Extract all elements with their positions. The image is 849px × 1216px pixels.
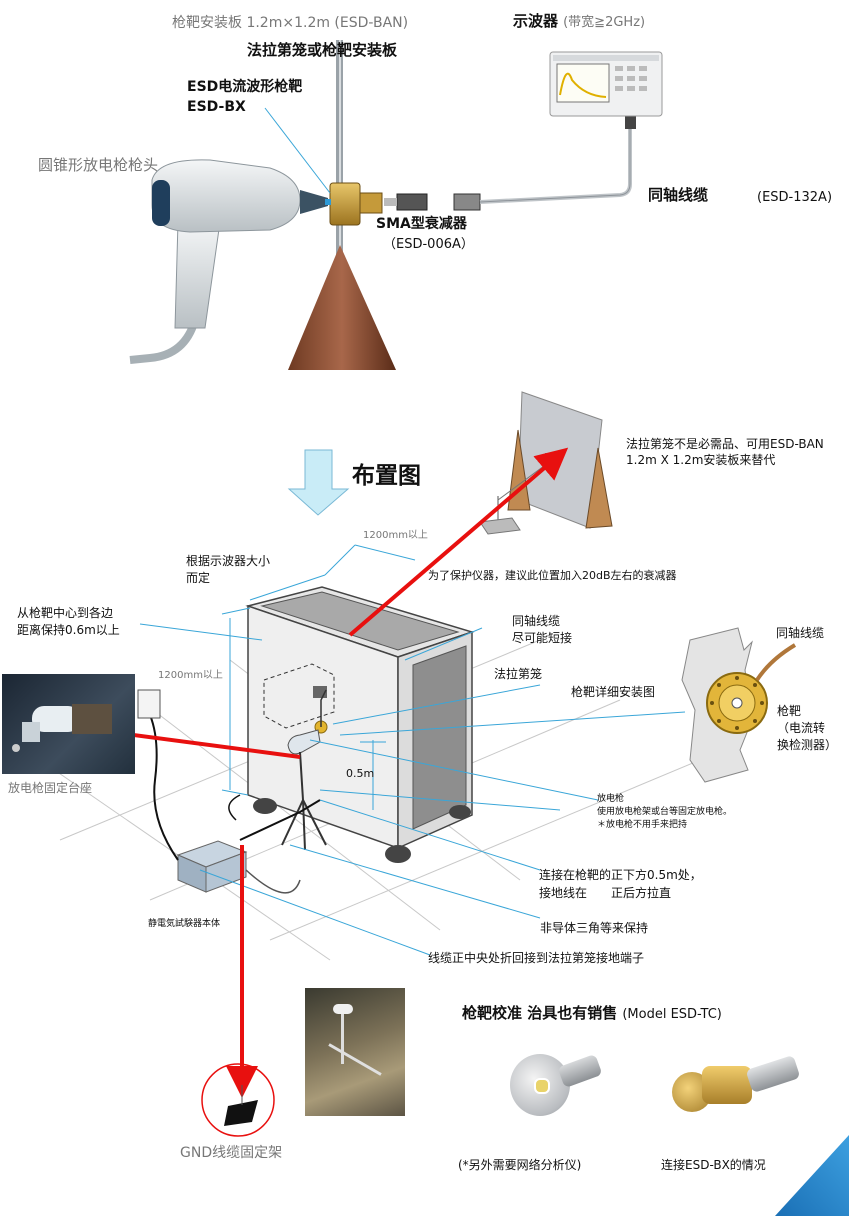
ground-note-1: 连接在枪靶的正下方0.5m处，	[539, 868, 702, 882]
distance-note-1: 从枪靶中心到各边	[17, 606, 114, 620]
leader-esd-target	[264, 107, 331, 194]
tester-body-label: 静電気試験器本体	[148, 919, 221, 929]
gnd-holder-circle	[201, 1063, 275, 1137]
corner-decoration	[775, 1135, 849, 1216]
calibration-note: (*另外需要网络分析仪)	[458, 1158, 582, 1172]
gun-base-label: 放电枪固定台座	[8, 781, 93, 795]
cable-fold-note: 线缆正中央处折回接到法拉第笼接地端子	[428, 951, 645, 965]
tripod-note: 非导体三角等来保持	[540, 921, 649, 935]
oscilloscope-spec: (带宽≧2GHz)	[563, 15, 646, 30]
detail-coax-label: 同轴线缆	[776, 626, 825, 640]
sma-attenuator	[396, 193, 428, 211]
gun-note-1: 放电枪	[597, 794, 625, 804]
calibration-jig-photo	[508, 1040, 603, 1130]
faraday-cage-label: 法拉第笼	[494, 667, 543, 681]
dim-1200-top: 1200mm以上	[363, 530, 428, 541]
esd-target-label-2: ESD-BX	[187, 99, 246, 115]
faraday-note: 法拉第笼不是必需品、可用ESD-BAN 1.2m X 1.2m安装板来替代	[626, 437, 824, 468]
attenuator-label-2: （ESD-006A）	[383, 237, 474, 252]
esd-gun-body	[151, 159, 301, 233]
detail-target-label-1: 枪靶	[777, 704, 802, 718]
mount-detail-illustration	[681, 627, 797, 783]
faraday-panel-photo	[479, 391, 613, 535]
red-arrow-to-faraday	[348, 447, 569, 637]
mount-detail-label: 枪靶详细安装图	[571, 685, 656, 699]
gun-note-2: 使用放电枪架或台等固定放电枪。	[597, 807, 733, 817]
scope-size-note-1: 根据示波器大小	[186, 554, 271, 568]
coax-model-label: (ESD-132A)	[757, 190, 833, 205]
esd-gun-handle	[174, 221, 221, 329]
calibration-title-group: 枪靶校准 治具也有销售 (Model ESD-TC)	[462, 1002, 722, 1023]
coax-short-note-2: 尽可能短接	[512, 631, 573, 645]
gun-note-3: ＊放电枪不用手来把持	[597, 820, 688, 830]
gnd-holder-label: GND线缆固定架	[180, 1145, 283, 1161]
distance-note-2: 距离保持0.6m以上	[17, 623, 120, 637]
tripod-gun	[287, 729, 321, 755]
ground-note-2: 接地线在 正后方拉直	[539, 886, 672, 900]
faraday-or-panel-label: 法拉第笼或枪靶安装板	[247, 41, 398, 59]
scope-placeholder-box	[263, 663, 335, 729]
coax-cable-label: 同轴线缆	[648, 186, 709, 204]
wall-outlet	[137, 689, 161, 719]
cone-stand	[288, 245, 396, 370]
gun-base-photo	[2, 674, 135, 774]
coax-cable-top	[479, 125, 632, 204]
protect-note: 为了保护仪器，建议此位置加入20dB左右的衰减器	[428, 569, 677, 582]
scope-size-note-2: 而定	[186, 571, 211, 585]
tester-body	[176, 840, 248, 893]
calibration-bx-photo	[668, 1046, 803, 1126]
coax-short-note-1: 同轴线缆	[512, 614, 561, 628]
target-panel-label: 枪靶安装板 1.2m×1.2m (ESD-BAN)	[172, 15, 409, 31]
detail-target-label-3: 换检测器）	[777, 738, 838, 752]
dim-1200-side: 1200mm以上	[158, 670, 223, 681]
gnd-holder-photo	[305, 988, 405, 1116]
esd-target-label-1: ESD电流波形枪靶	[187, 79, 303, 95]
ground-cable	[239, 799, 321, 841]
detail-target-label-2: （电流转	[777, 721, 826, 735]
esd-target-block	[329, 182, 361, 226]
oscilloscope-label: 示波器	[513, 12, 559, 30]
calibration-model: (Model ESD-TC)	[622, 1007, 722, 1022]
gun-head-label: 圆锥形放电枪枪头	[38, 156, 159, 174]
layout-leaders	[139, 623, 686, 956]
calibration-title: 枪靶校准 治具也有销售	[462, 1004, 618, 1022]
layout-title: 布置图	[352, 463, 421, 489]
dimension-lines	[221, 544, 416, 810]
dim-05-label: 0.5m	[346, 767, 375, 780]
attenuator-label-1: SMA型衰减器	[376, 216, 467, 232]
calibration-bx-label: 连接ESD-BX的情况	[661, 1158, 766, 1172]
oscilloscope-label-group: 示波器 (带宽≧2GHz)	[513, 10, 645, 31]
down-arrow-icon	[287, 449, 350, 516]
